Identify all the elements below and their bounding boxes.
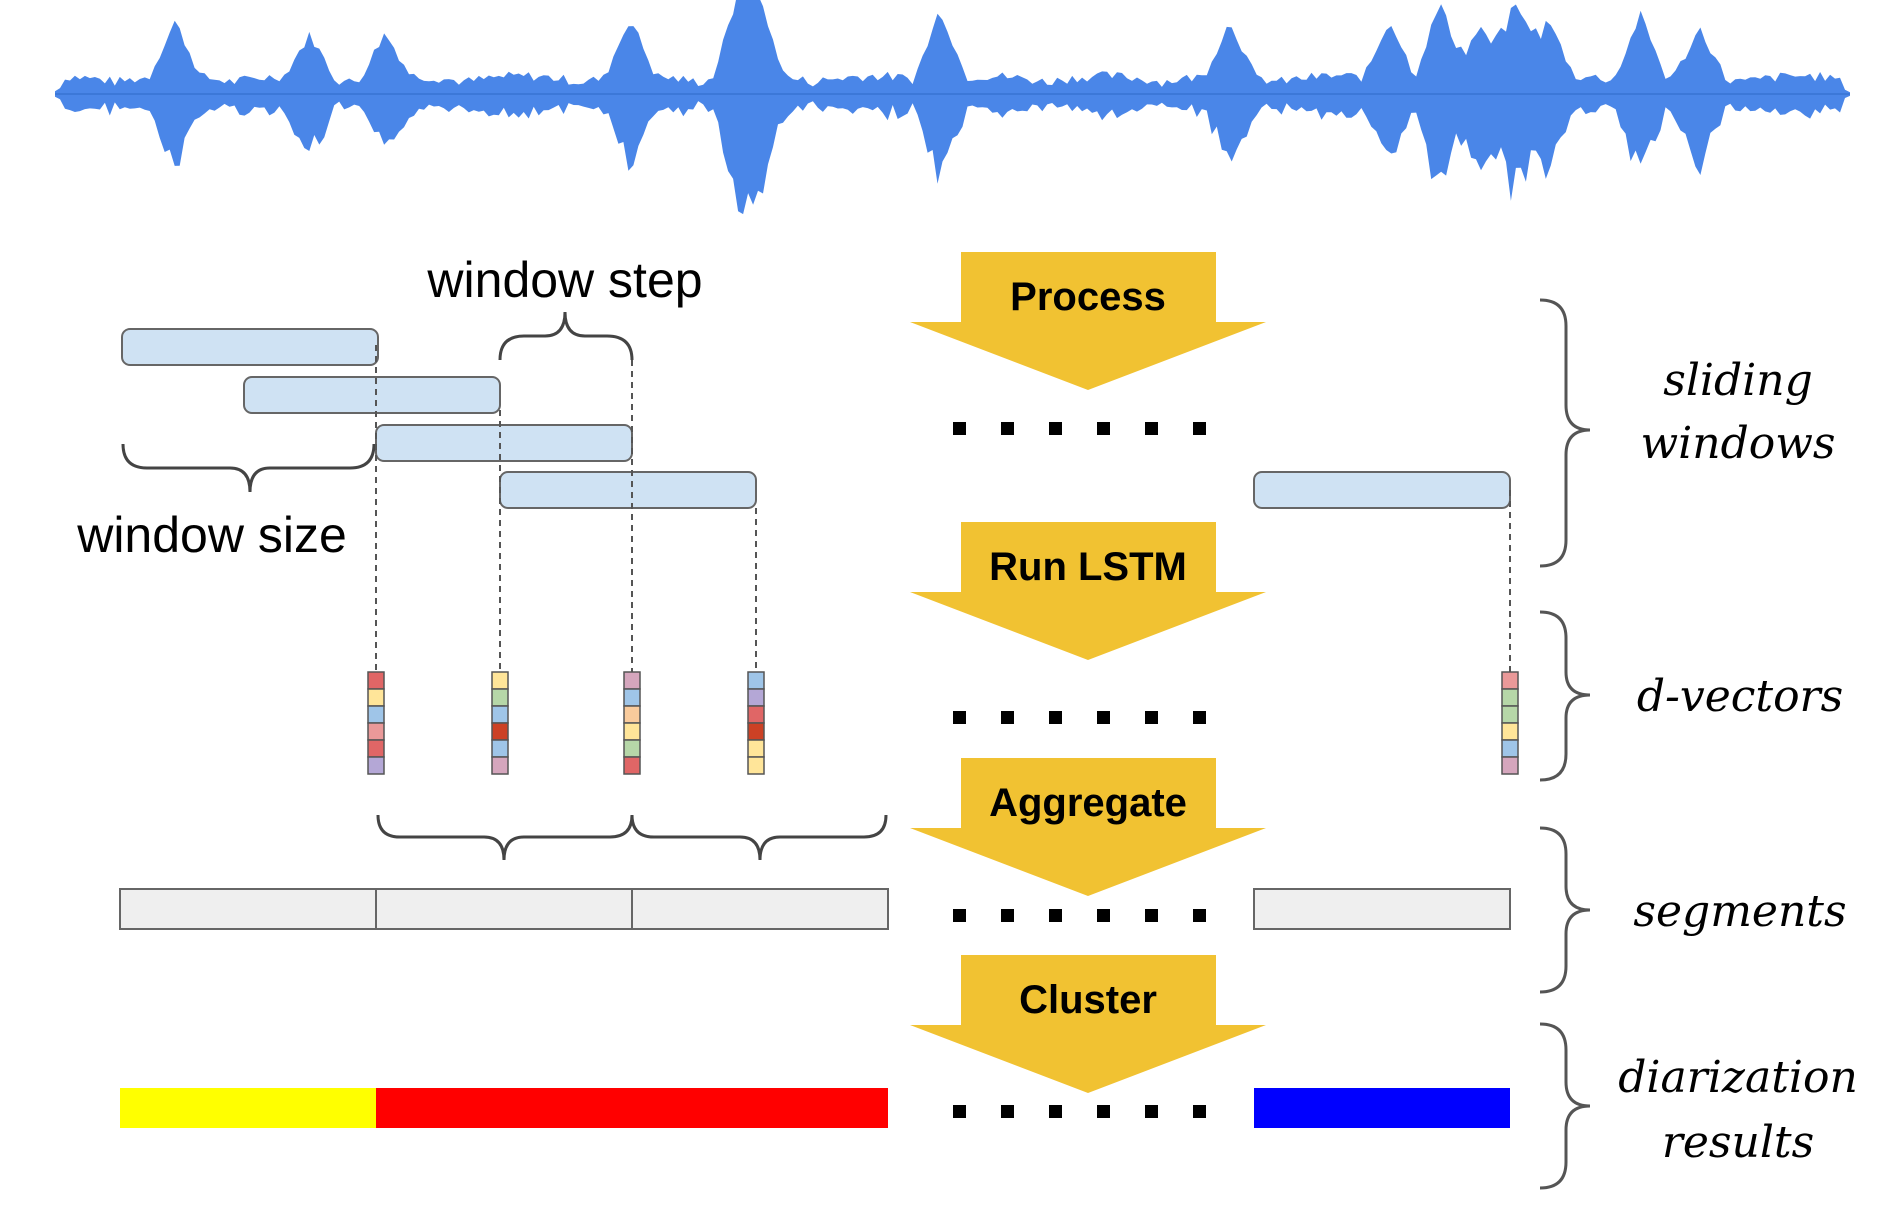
d-vector-cell [747,756,765,775]
d-vector-cell [623,688,641,707]
side-braces [1539,298,1591,1190]
d-vector-cell [491,756,509,775]
d-vector-cell [367,671,385,690]
d-vector [1501,671,1519,775]
d-vectors-brace [1539,610,1591,782]
aggregate-arrow [910,758,1266,896]
speaker-3-bar [1254,1088,1510,1128]
step-label-aggregate: Aggregate [989,781,1187,825]
diarization-results-group [120,1088,1510,1128]
process-arrow [910,252,1266,390]
cluster-arrow [910,955,1266,1093]
d-vector-cell [747,671,765,690]
audio-waveform [55,0,1850,215]
d-vector [623,671,641,775]
sliding-window [243,376,501,414]
segment-brace [630,814,888,861]
d-vector [747,671,765,775]
d-vector [367,671,385,775]
pipeline-arrows: Process Run LSTM Aggregate Cluster [910,252,1266,1093]
sliding-window [375,424,633,462]
d-vector-cell [491,739,509,758]
dashed-connectors [375,345,1511,672]
d-vector-cell [747,705,765,724]
sliding-window [499,471,757,509]
ellipsis-dots [953,1105,1206,1118]
segment [631,888,889,930]
speaker-2-bar [376,1088,888,1128]
ellipsis-dots [953,422,1206,435]
speaker-1-bar [120,1088,376,1128]
d-vector-cell [747,688,765,707]
ellipsis-dots [953,711,1206,724]
sliding-windows [121,328,1511,509]
ellipsis-dots [953,909,1206,922]
sliding-window [121,328,379,366]
segment [1253,888,1511,930]
side-label-d-vectors: d-vectors [1637,671,1843,722]
d-vector-cell [491,688,509,707]
d-vector-cell [491,671,509,690]
segment [375,888,633,930]
d-vector-cell [623,756,641,775]
d-vector-cell [1501,739,1519,758]
segments-group [119,888,1511,930]
waveform-shape [55,0,1850,215]
d-vector [491,671,509,775]
d-vector-cell [747,722,765,741]
d-vector-cell [623,722,641,741]
d-vector-cell [623,705,641,724]
d-vector-cell [367,688,385,707]
side-label-diarization: diarization [1618,1052,1858,1103]
d-vector-cell [1501,705,1519,724]
d-vector-cell [367,739,385,758]
sliding-windows-brace [1539,298,1591,568]
diarization-results-brace [1539,1022,1591,1190]
d-vector-cell [367,705,385,724]
d-vector-cell [367,756,385,775]
d-vector-cell [1501,671,1519,690]
d-vector-cell [367,722,385,741]
side-label-segments: segments [1633,886,1846,937]
segment-brace [376,814,634,861]
step-label-cluster: Cluster [1019,978,1157,1022]
d-vector-cell [1501,688,1519,707]
d-vector-cell [1501,756,1519,775]
step-label-process: Process [1010,275,1166,319]
d-vector-cell [623,671,641,690]
window-size-brace [121,443,376,493]
d-vectors-group [367,671,1519,775]
ellipsis-rows [953,422,1206,1118]
side-label-windows: windows [1641,418,1836,469]
side-label-results: results [1662,1117,1814,1168]
segment [119,888,377,930]
run-lstm-arrow [910,522,1266,660]
window-size-label: window size [76,507,347,563]
d-vector-cell [491,705,509,724]
window-step-brace [498,311,634,361]
side-label-sliding: sliding [1663,355,1812,406]
d-vector-cell [1501,722,1519,741]
d-vector-cell [747,739,765,758]
step-label-run-lstm: Run LSTM [989,545,1187,589]
segments-brace [1539,826,1591,994]
d-vector-cell [491,722,509,741]
sliding-window [1253,471,1511,509]
window-step-label: window step [426,252,702,308]
d-vector-cell [623,739,641,758]
